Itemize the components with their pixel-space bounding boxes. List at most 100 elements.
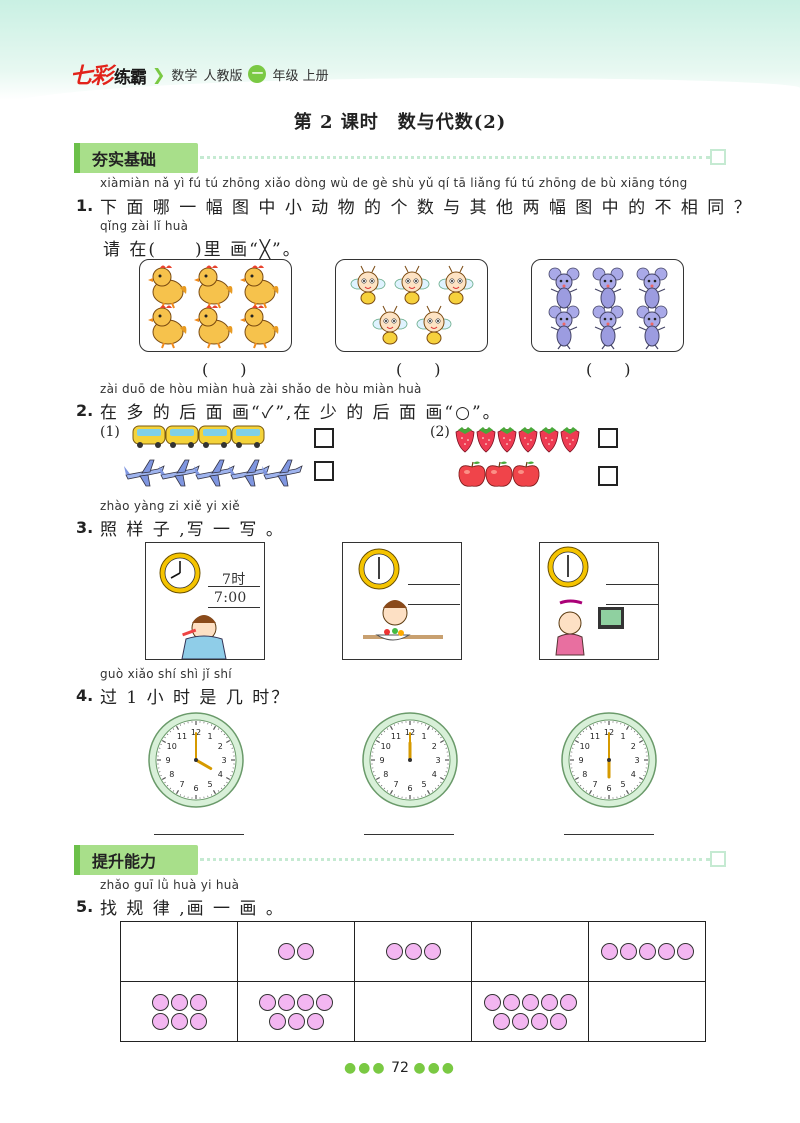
q1-pinyin-line1: xiàmiàn nǎ yì fú tú zhōng xiǎo dòng wù d… <box>100 176 688 190</box>
q1-text-line1: 下 面 哪 一 幅 图 中 小 动 物 的 个 数 与 其 他 两 幅 图 中 … <box>100 198 753 218</box>
clock-number: 11 <box>391 732 401 741</box>
pattern-cell <box>471 981 589 1042</box>
pattern-cell[interactable] <box>120 921 238 982</box>
page-footer: ●●● 72 ●●● <box>0 1060 800 1076</box>
pattern-circle <box>189 1012 207 1030</box>
q4-text: 过 1 小 时 是 几 时？ <box>100 688 291 708</box>
q1-number: 1. <box>76 196 94 215</box>
clock-number: 8 <box>582 770 587 779</box>
pattern-circle <box>521 993 539 1011</box>
q2-answer-box-bus[interactable] <box>314 428 334 448</box>
section-basic-tab: 夯实基础 <box>74 143 198 173</box>
clock-12-oclock: 121234567891011 <box>362 712 458 808</box>
pattern-circle <box>531 1012 548 1030</box>
q3-answer-line-1[interactable] <box>408 584 460 585</box>
lesson-title: 第 2 课时 数与代数(2) <box>293 112 507 133</box>
clock-number: 1 <box>421 732 426 741</box>
clock-number: 5 <box>207 780 212 789</box>
pattern-cell <box>237 981 355 1042</box>
q2-answer-box-apple[interactable] <box>598 466 618 486</box>
clock-number: 10 <box>381 742 391 751</box>
strawberry-and-apple-group <box>455 426 580 487</box>
pattern-circle <box>638 943 656 960</box>
q3-pinyin: zhào yàng zi xiě yi xiě <box>100 499 240 513</box>
q2-answer-box-plane[interactable] <box>314 461 334 481</box>
clock-number: 7 <box>592 780 597 789</box>
q3-answer-line-4[interactable] <box>606 604 658 605</box>
pattern-circle <box>151 1012 169 1030</box>
chick-picture-box <box>139 259 292 352</box>
q3-text: 照 样 子 ,写 一 写 。 <box>100 520 285 540</box>
q4-answer-line-1[interactable] <box>154 834 244 835</box>
chevron-right-icon: ❯ <box>152 64 166 84</box>
pattern-cell[interactable] <box>354 981 472 1042</box>
q1-answer-paren-3[interactable]: ( ) <box>586 360 631 379</box>
pattern-circle <box>151 993 169 1011</box>
q2-number: 2. <box>76 401 94 420</box>
pattern-cell <box>588 921 706 982</box>
clock-number: 4 <box>631 770 636 779</box>
q3-example-line-1 <box>208 586 260 587</box>
clock-number: 9 <box>379 756 384 765</box>
q2-pinyin: zài duō de hòu miàn huà zài shǎo de hòu … <box>100 382 422 396</box>
chick-group <box>147 264 280 349</box>
pattern-circle <box>189 993 207 1011</box>
scene-brushing-teeth <box>145 542 265 660</box>
pattern-circle <box>550 1012 567 1030</box>
hour-hand <box>194 758 213 770</box>
clock-number: 7 <box>179 780 184 789</box>
q1-answer-paren-1[interactable]: ( ) <box>202 360 247 379</box>
pattern-cell[interactable] <box>471 921 589 982</box>
pattern-cell <box>354 921 472 982</box>
clock-number: 11 <box>177 732 187 741</box>
clock-number: 6 <box>407 784 412 793</box>
grade-label: 年级 上册 <box>272 68 329 84</box>
subject-label: 数学 <box>171 68 198 84</box>
clock-number: 3 <box>221 756 226 765</box>
q3-answer-line-3[interactable] <box>606 584 658 585</box>
clock-number: 2 <box>218 742 223 751</box>
clock-number: 5 <box>421 780 426 789</box>
q3-answer-line-2[interactable] <box>408 604 460 605</box>
pattern-cell <box>237 921 355 982</box>
q1-answer-paren-2[interactable]: ( ) <box>396 360 441 379</box>
clock-number: 10 <box>580 742 590 751</box>
pattern-circle <box>278 943 295 960</box>
section-divider-2 <box>200 858 710 861</box>
pattern-cell[interactable] <box>588 981 706 1042</box>
clock-number: 7 <box>393 780 398 789</box>
section-divider <box>200 156 710 159</box>
pattern-circle <box>297 943 314 960</box>
watching-tv-illustration <box>547 546 624 656</box>
q4-answer-line-2[interactable] <box>364 834 454 835</box>
q4-answer-line-3[interactable] <box>564 834 654 835</box>
bee-picture-box <box>335 259 488 352</box>
clock-number: 4 <box>218 770 223 779</box>
pattern-circle <box>483 993 501 1011</box>
clock-number: 5 <box>620 780 625 789</box>
pattern-circle <box>600 943 618 960</box>
section-advanced-tab: 提升能力 <box>74 845 198 875</box>
clock-number: 1 <box>207 732 212 741</box>
pattern-circle <box>619 943 637 960</box>
pattern-circle <box>287 1012 305 1030</box>
pattern-row-top <box>120 921 706 982</box>
q2-label-2: (2) <box>430 424 450 440</box>
pattern-circle <box>316 993 333 1011</box>
pattern-circle <box>512 1012 529 1030</box>
clock-number: 3 <box>435 756 440 765</box>
bus-and-plane-group <box>124 425 303 487</box>
pattern-circle <box>170 1012 188 1030</box>
brushing-teeth-illustration <box>159 552 227 660</box>
grade-badge: 一 <box>248 65 267 83</box>
q5-text: 找 规 律 ,画 一 画 。 <box>100 899 285 919</box>
q5-number: 5. <box>76 897 94 916</box>
brand-bar: 七彩练霸 ❯ 数学 人教版 一 年级 上册 <box>70 58 329 90</box>
q2-answer-box-strawberry[interactable] <box>598 428 618 448</box>
scene-watching-tv <box>539 542 659 660</box>
mouse-picture-box <box>531 259 684 352</box>
pattern-circle <box>502 993 520 1011</box>
section-end-marker <box>710 149 726 165</box>
q3-example-line-2 <box>208 607 260 608</box>
clock-number: 4 <box>432 770 437 779</box>
